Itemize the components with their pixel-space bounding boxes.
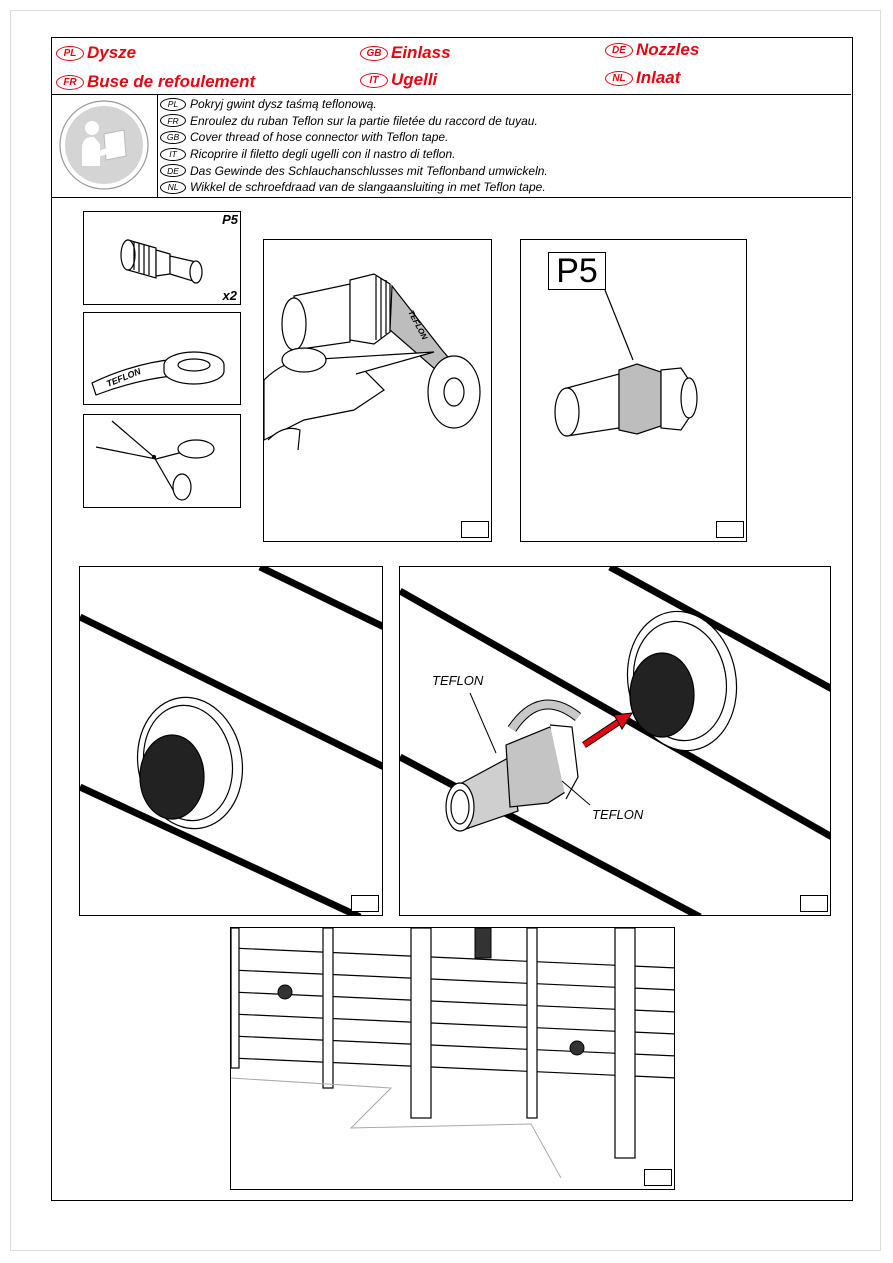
instruction-line: PL Pokryj gwint dysz taśmą teflonową.: [160, 96, 548, 113]
scissors-box: [83, 414, 241, 508]
lang-badge: IT: [160, 147, 186, 161]
lang-badge: PL: [56, 45, 84, 61]
part-code: P5: [222, 212, 238, 227]
title-it: IT Ugelli: [360, 70, 437, 90]
lang-badge: FR: [160, 114, 186, 128]
title-header: PL Dysze GB Einlass DE Nozzles FR Buse d…: [52, 38, 851, 95]
step-number-box: [800, 895, 828, 912]
figure-wrap-tape: TEFLON: [263, 239, 492, 542]
instruction-line: DE Das Gewinde des Schlauchanschlusses mi…: [160, 162, 548, 179]
title-nl: NL Inlaat: [605, 68, 680, 88]
wrap-tape-drawing: TEFLON: [264, 273, 481, 451]
scissors-icon: [95, 420, 215, 501]
instruction-text: Enroulez du ruban Teflon sur la partie f…: [190, 113, 538, 128]
instruction-line: FR Enroulez du ruban Teflon sur la partie…: [160, 113, 548, 130]
lang-badge: NL: [605, 70, 633, 86]
instruction-sheet: PL Dysze GB Einlass DE Nozzles FR Buse d…: [51, 37, 853, 1201]
instruction-text: Ricoprire il filetto degli ugelli con il…: [190, 147, 456, 162]
step-number-box: [351, 895, 379, 912]
title-text: Inlaat: [636, 68, 681, 87]
instruction-block: PL Pokryj gwint dysz taśmą teflonową. FR E…: [52, 94, 851, 198]
title-text: Buse de refoulement: [87, 72, 256, 91]
step-number-box: [461, 521, 489, 538]
title-text: Dysze: [87, 43, 137, 62]
step-number-box: [716, 521, 744, 538]
lang-badge: DE: [605, 42, 633, 58]
teflon-callout-top: TEFLON: [432, 673, 484, 688]
pool-wall-drawing: [231, 928, 674, 1179]
instruction-line: IT Ricoprire il filetto degli ugelli con …: [160, 146, 548, 163]
title-pl: PL Dysze: [56, 43, 136, 63]
read-manual-box: [52, 94, 158, 197]
title-text: Nozzles: [636, 40, 700, 59]
teflon-tape-icon: TEFLON: [91, 351, 225, 396]
instruction-text: Pokryj gwint dysz taśmą teflonową.: [190, 97, 377, 112]
page-frame: [10, 10, 881, 1251]
figure-pool-wall: [230, 927, 675, 1190]
title-gb: GB Einlass: [360, 43, 451, 63]
part-quantity: x2: [222, 288, 237, 303]
lang-badge: PL: [160, 97, 186, 111]
nozzle-icon: [120, 239, 203, 284]
title-de: DE Nozzles: [605, 40, 699, 60]
insert-nozzle-drawing: [400, 567, 830, 915]
teflon-tape-box: TEFLON: [83, 312, 241, 405]
instruction-text: Cover thread of hose connector with Tefl…: [190, 130, 449, 145]
instruction-line: NL Wikkel de schroefdraad van de slangaan…: [160, 179, 548, 196]
part-p5-box: P5 x2: [83, 211, 241, 305]
read-manual-icon: [59, 100, 149, 190]
figure-insert-nozzle: TEFLON TEFLON: [399, 566, 831, 916]
lang-badge: DE: [160, 164, 186, 178]
figure-p5-detail: P5: [520, 239, 747, 542]
detail-part-label: P5: [548, 252, 606, 290]
figure-wall-socket: [79, 566, 383, 916]
lang-badge: GB: [360, 45, 388, 61]
lang-badge: NL: [160, 180, 186, 194]
title-fr: FR Buse de refoulement: [56, 72, 255, 92]
title-text: Einlass: [391, 43, 451, 62]
title-text: Ugelli: [391, 70, 438, 89]
lang-badge: GB: [160, 130, 186, 144]
wall-socket-drawing: [80, 567, 382, 915]
instruction-text: Das Gewinde des Schlauchanschlusses mit …: [190, 163, 548, 178]
lang-badge: FR: [56, 74, 84, 90]
step-number-box: [644, 1169, 672, 1186]
instruction-lines: PL Pokryj gwint dysz taśmą teflonową. FR E…: [160, 96, 548, 196]
lang-badge: IT: [360, 72, 388, 88]
p5-detail-drawing: [554, 289, 698, 437]
instruction-line: GB Cover thread of hose connector with Te…: [160, 129, 548, 146]
instruction-text: Wikkel de schroefdraad van de slangaansl…: [190, 180, 546, 195]
teflon-callout-bottom: TEFLON: [592, 807, 644, 822]
